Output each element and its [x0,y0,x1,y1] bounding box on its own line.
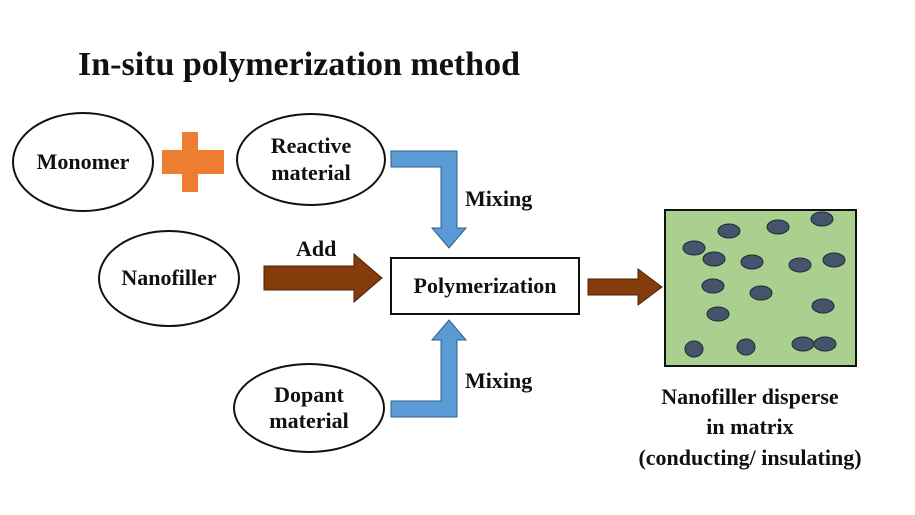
polymerization-box: Polymerization [390,257,580,315]
matrix-caption: Nanofiller disperse in matrix (conductin… [600,382,900,473]
nanoparticle [766,219,790,235]
nanoparticle [788,257,812,273]
nanoparticle [706,306,730,322]
nanoparticle [684,340,704,358]
nanoparticle [717,223,741,239]
nanofiller-label: Nanofiller [121,265,217,291]
nanoparticle [749,285,773,301]
nanoparticle [813,336,837,352]
monomer-label: Monomer [36,148,130,174]
mixing-top-arrow [390,150,468,249]
mixing-bottom-arrow [390,319,468,418]
mixing-bottom-label: Mixing [465,368,533,393]
nanoparticle [682,240,706,256]
nanoparticle [736,338,756,356]
nanoparticle [702,251,726,267]
nanoparticle [791,336,815,352]
add-arrow [263,252,383,304]
nanofiller-particles [682,211,846,358]
reactive-material-label-line2: material [271,159,351,185]
matrix-caption-line3: (conducting/ insulating) [638,444,862,470]
dopant-material-node: Dopant material [233,363,385,453]
monomer-node: Monomer [12,112,154,212]
nanoparticle [740,254,764,270]
add-label: Add [296,236,337,261]
output-arrow [587,268,663,306]
reactive-material-node: Reactive material [236,113,386,206]
polymerization-label: Polymerization [413,273,557,298]
matrix-caption-line1: Nanofiller disperse [661,384,839,409]
matrix-caption-line2: in matrix [706,414,794,440]
nanoparticle [822,252,846,268]
diagram-title: In-situ polymerization method [78,46,520,83]
dopant-material-label-line2: material [269,408,349,433]
plus-icon [162,132,224,192]
nanofiller-node: Nanofiller [98,230,240,327]
nanoparticle [810,211,834,227]
nanoparticle [701,278,725,294]
mixing-top-label: Mixing [465,186,533,211]
nanoparticle [811,298,835,314]
dopant-material-label-line1: Dopant [274,381,344,407]
reactive-material-label-line1: Reactive [270,133,352,159]
nanofiller-matrix-box [664,209,857,367]
